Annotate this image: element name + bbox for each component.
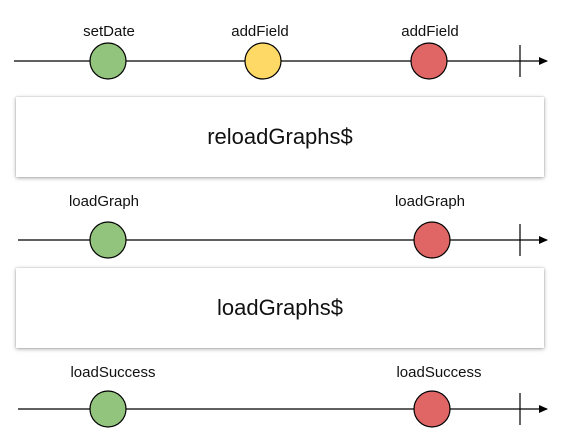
- event-label-loadsuccess-2: loadSuccess: [396, 364, 482, 381]
- timeline-3: [18, 390, 548, 428]
- operator-label-reloadgraphs: reloadGraphs$: [207, 124, 353, 149]
- event-label-loadgraph-1: loadGraph: [68, 193, 140, 210]
- marble-loadgraph-2: [413, 221, 451, 259]
- marble-addfield-2: [410, 42, 448, 80]
- event-label-setdate: setDate: [83, 23, 135, 40]
- operator-box-loadgraphs: loadGraphs$: [16, 268, 544, 348]
- timeline-2: [18, 221, 548, 259]
- marble-addfield-1: [244, 42, 282, 80]
- marble-loadsuccess-1: [89, 390, 127, 428]
- timeline-1: [14, 42, 548, 80]
- marble-loadgraph-1: [89, 221, 127, 259]
- operator-label-loadgraphs: loadGraphs$: [217, 295, 343, 320]
- marble-setdate: [89, 42, 127, 80]
- event-label-loadsuccess-1: loadSuccess: [70, 364, 156, 381]
- event-label-addfield-1: addField: [231, 23, 289, 40]
- event-label-loadgraph-2: loadGraph: [394, 193, 466, 210]
- operator-box-reloadgraphs: reloadGraphs$: [16, 97, 544, 177]
- marble-loadsuccess-2: [413, 390, 451, 428]
- event-label-addfield-2: addField: [401, 23, 459, 40]
